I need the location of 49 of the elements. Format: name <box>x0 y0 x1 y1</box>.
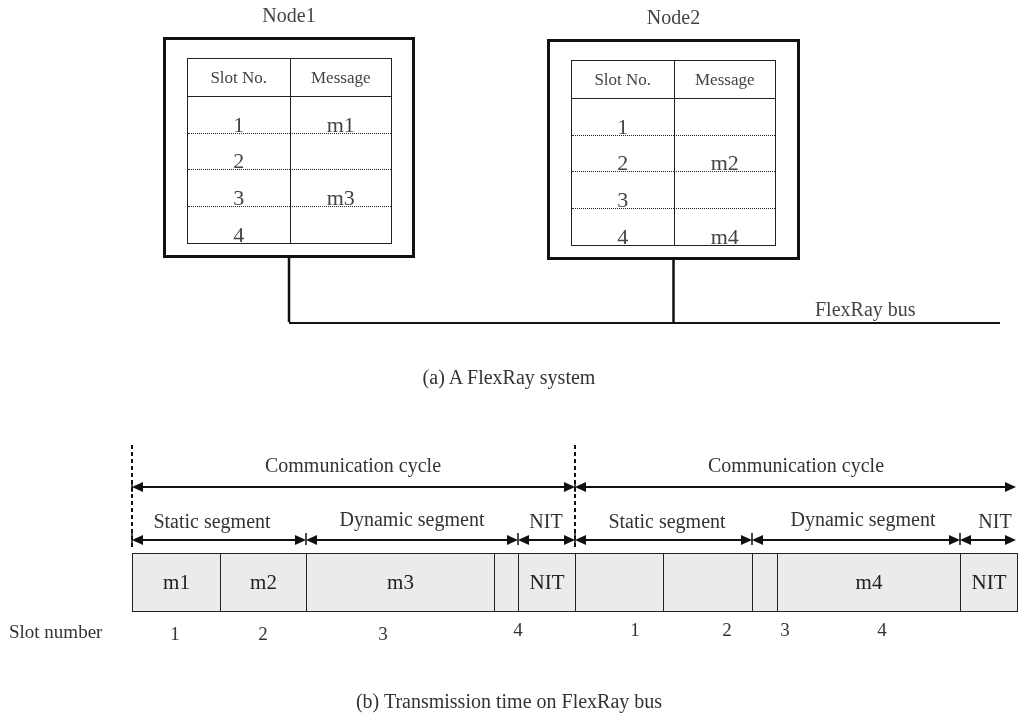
dimension-label: Static segment <box>153 510 271 532</box>
slot-number: 2 <box>722 620 732 641</box>
table-cell-text: m2 <box>710 152 739 174</box>
axis-label: Slot number <box>9 622 103 643</box>
dimension-label: Static segment <box>608 510 726 532</box>
empty-slot <box>752 553 778 612</box>
caption: (a) A FlexRay system <box>422 366 596 388</box>
slot-number: 1 <box>170 624 180 645</box>
connector-line <box>672 260 675 322</box>
slot-number: 1 <box>630 620 640 641</box>
table-cell-text: 1 <box>617 115 629 138</box>
slot-number: 4 <box>877 620 887 641</box>
dimension-label: NIT <box>978 510 1012 532</box>
node-title: Node2 <box>645 6 702 29</box>
dimension-label: Communication cycle <box>264 454 442 476</box>
bus-line <box>289 322 1000 324</box>
table-cell-text: 2 <box>617 152 629 174</box>
column-header: Message <box>695 71 755 88</box>
table-cell-text: 1 <box>233 113 245 136</box>
slot-segment: NIT <box>518 553 576 612</box>
table-cell-text: m4 <box>710 226 739 248</box>
node-title: Node1 <box>261 4 317 27</box>
slot-number: 4 <box>513 620 523 641</box>
empty-slot <box>494 553 519 612</box>
table-cell-text: 4 <box>233 224 245 246</box>
slot-number: 2 <box>258 624 268 645</box>
table-cell-text: 3 <box>617 188 629 211</box>
slot-segment: m4 <box>777 553 961 612</box>
table-cell-text: m1 <box>326 113 355 136</box>
column-header: Message <box>311 69 371 86</box>
dimension-label: Communication cycle <box>707 454 885 476</box>
slot-segment: m3 <box>306 553 495 612</box>
dimension-label: Dynamic segment <box>339 508 485 530</box>
dimension-label: NIT <box>529 510 563 532</box>
table-cell-text: 4 <box>617 226 629 248</box>
bus-label: FlexRay bus <box>815 298 916 321</box>
column-header: Slot No. <box>210 69 268 86</box>
dimension-label: Dynamic segment <box>790 508 936 530</box>
slot-number: 3 <box>780 620 790 641</box>
caption: (b) Transmission time on FlexRay bus <box>355 690 663 712</box>
slot-segment: m2 <box>220 553 307 612</box>
slot-segment: m1 <box>132 553 221 612</box>
slot-segment: NIT <box>960 553 1018 612</box>
column-header: Slot No. <box>594 71 652 88</box>
table-cell-text: 3 <box>233 186 245 209</box>
slot-number: 3 <box>378 624 388 645</box>
table-cell-text: m3 <box>326 186 355 209</box>
connector-line <box>287 258 291 322</box>
table-cell-text: 2 <box>233 150 245 172</box>
